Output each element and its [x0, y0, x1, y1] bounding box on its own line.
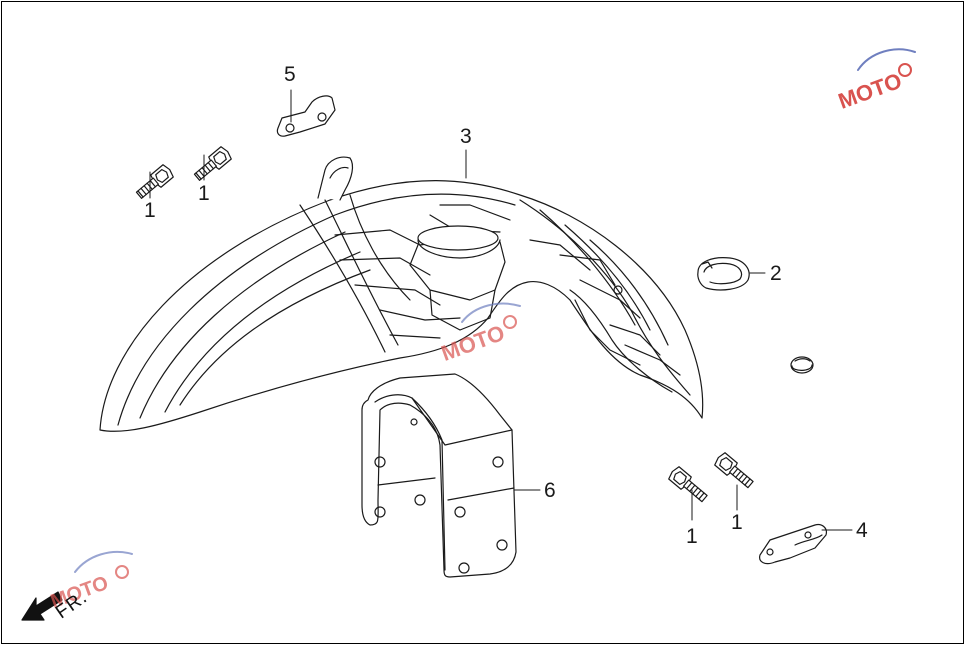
- grommet[interactable]: [697, 257, 750, 291]
- callout-5: 5: [284, 63, 296, 86]
- callout-1-c: 1: [686, 525, 698, 548]
- small-bracket[interactable]: [759, 523, 827, 565]
- front-fender[interactable]: [99, 156, 704, 432]
- callout-2: 2: [770, 262, 782, 285]
- bolt-c[interactable]: [667, 465, 709, 504]
- rubber-plug[interactable]: [790, 356, 814, 374]
- fender-stay-bracket[interactable]: [361, 373, 517, 578]
- callout-1-a: 1: [144, 199, 156, 222]
- top-bracket[interactable]: [276, 95, 336, 137]
- bolt-b[interactable]: [192, 145, 233, 183]
- callout-4: 4: [856, 519, 868, 542]
- bolt-a[interactable]: [134, 163, 175, 201]
- callout-3: 3: [460, 125, 472, 148]
- front-direction-arrow-icon: [21, 591, 63, 621]
- svg-text:MOTO: MOTO: [835, 68, 905, 114]
- leader-lines: [149, 89, 853, 531]
- callout-1-b: 1: [198, 182, 210, 205]
- callout-6: 6: [544, 479, 556, 502]
- watermark-logo-top: MOTO: [835, 48, 916, 114]
- callout-1-d: 1: [731, 511, 743, 534]
- bolt-d[interactable]: [713, 451, 755, 490]
